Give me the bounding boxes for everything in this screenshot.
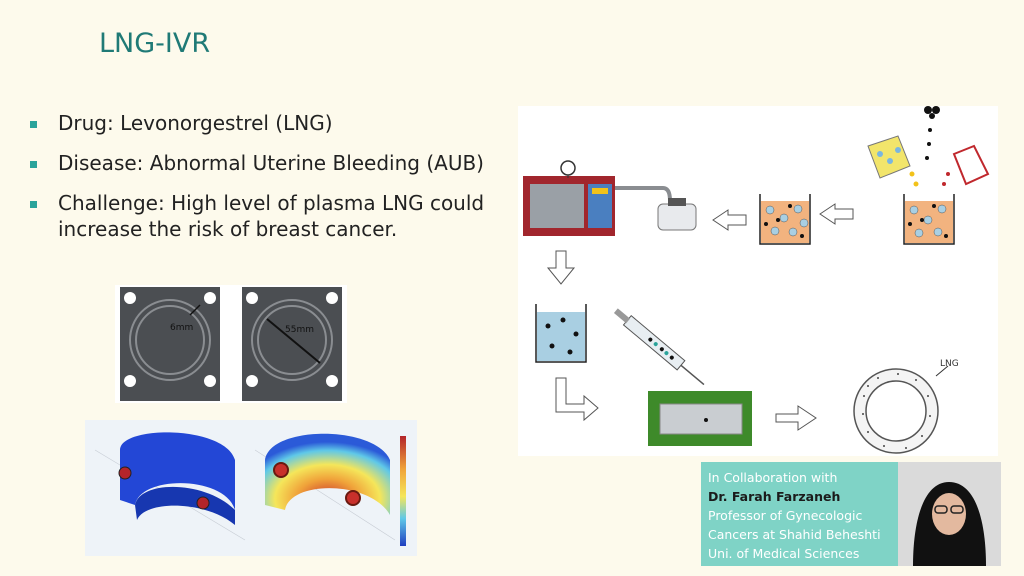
mold-image: 6mm 55mm bbox=[115, 285, 347, 403]
collaborator-title-line2: Cancers at Shahid Beheshti bbox=[708, 527, 881, 542]
collaborator-name: Dr. Farah Farzaneh bbox=[708, 489, 841, 504]
mold-outer-label: 55mm bbox=[285, 325, 314, 335]
collaboration-text: In Collaboration with Dr. Farah Farzaneh… bbox=[708, 468, 900, 563]
slide-title: LNG-IVR bbox=[99, 28, 211, 59]
bullet-text: Challenge: High level of plasma LNG coul… bbox=[58, 191, 485, 215]
process-diagram: LNG bbox=[518, 106, 998, 456]
bullet-marker bbox=[30, 121, 37, 128]
collaborator-title-line3: Uni. of Medical Sciences bbox=[708, 546, 860, 561]
collaborator-photo bbox=[898, 462, 1001, 566]
bullet-drug: Drug: Levonorgestrel (LNG) bbox=[30, 110, 510, 136]
collaboration-box: In Collaboration with Dr. Farah Farzaneh… bbox=[701, 462, 1001, 566]
bullet-marker bbox=[30, 201, 37, 208]
bullet-disease: Disease: Abnormal Uterine Bleeding (AUB) bbox=[30, 150, 510, 176]
collaborator-title-line1: Professor of Gynecologic bbox=[708, 508, 863, 523]
bullet-list: Drug: Levonorgestrel (LNG) Disease: Abno… bbox=[30, 110, 510, 256]
bullet-marker bbox=[30, 161, 37, 168]
bullet-text: Disease: Abnormal Uterine Bleeding (AUB) bbox=[58, 151, 484, 175]
lng-label: LNG bbox=[940, 359, 959, 369]
simulation-image bbox=[85, 420, 417, 556]
mold-inner-label: 6mm bbox=[170, 323, 193, 333]
collaboration-intro: In Collaboration with bbox=[708, 470, 838, 485]
bullet-challenge: Challenge: High level of plasma LNG coul… bbox=[30, 190, 510, 242]
bullet-text: Drug: Levonorgestrel (LNG) bbox=[58, 111, 333, 135]
bullet-text-continuation: increase the risk of breast cancer. bbox=[58, 217, 398, 241]
